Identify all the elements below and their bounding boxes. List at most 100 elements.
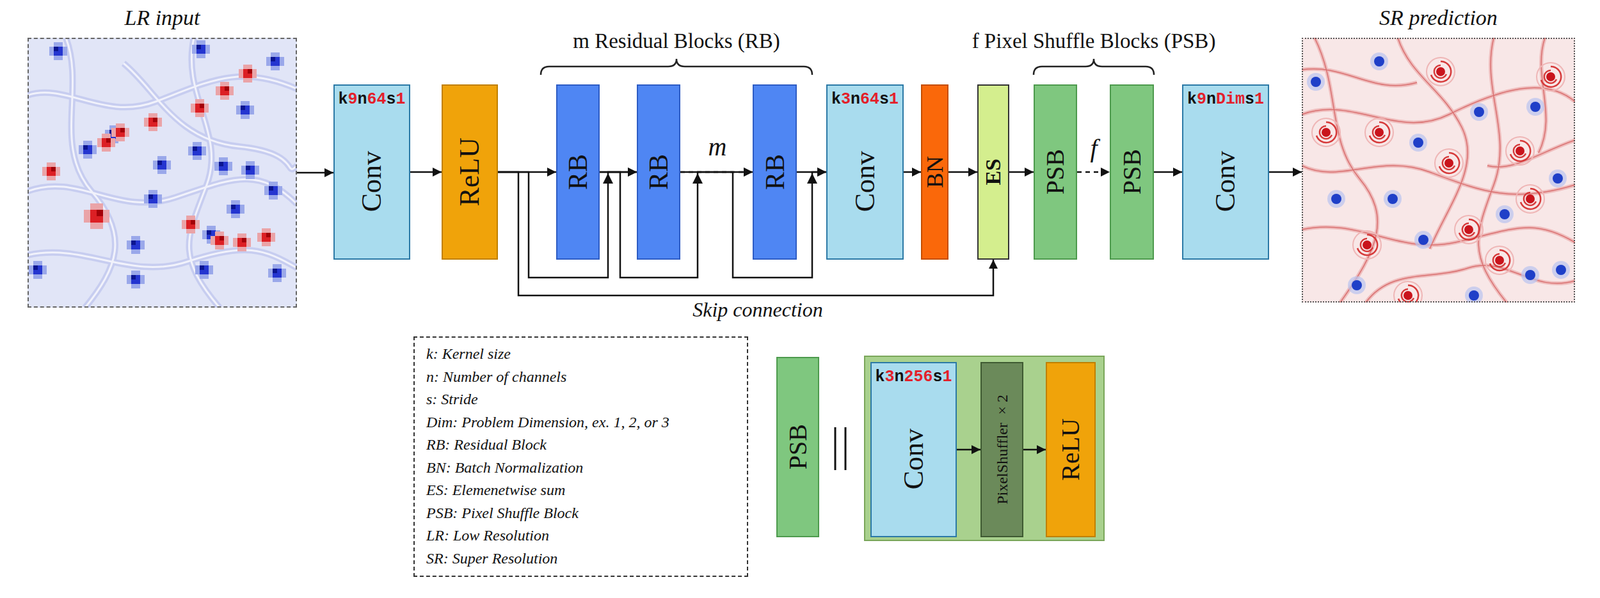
arrow-connector	[296, 172, 334, 175]
layer-name: PixelShuffler ×2	[994, 394, 1010, 505]
curly-brace	[1033, 58, 1154, 75]
key-line: Dim: Problem Dimension, ex. 1, 2, or 3	[426, 411, 736, 435]
key-line: n: Number of channels	[426, 366, 736, 390]
sr-field-image	[1301, 37, 1576, 303]
key-line: s: Stride	[426, 388, 736, 412]
layer-config: k3n256s1	[871, 368, 956, 387]
layer-name: BN	[923, 156, 947, 189]
image-frame: SR prediction	[1301, 37, 1576, 303]
config-part: k	[831, 90, 841, 109]
layer-name: RB	[645, 154, 672, 191]
relu-layer: ReLU	[441, 84, 498, 260]
junction-arrowhead	[807, 173, 818, 184]
config-part: s	[1244, 90, 1255, 109]
pixel-shuffler: PixelShuffler ×2	[980, 362, 1024, 538]
config-part: s	[879, 90, 889, 109]
relu-layer: ReLU	[1045, 362, 1096, 538]
layer-name: PSB	[785, 424, 811, 470]
residual-block: RB	[556, 84, 600, 260]
edge-label: f	[1089, 134, 1097, 163]
arrow-connector	[1077, 171, 1110, 174]
layer-name: RB	[761, 154, 789, 191]
arrow-connector	[1153, 171, 1183, 174]
layer-config: k9nDims1	[1183, 90, 1268, 109]
key-line: ES: Elemenetwise sum	[426, 479, 736, 503]
arrow-connector	[1269, 171, 1302, 174]
layer-name: ReLU	[455, 137, 484, 207]
layer-name: ReLU	[1057, 418, 1084, 482]
residual-block: RB	[636, 84, 681, 260]
layer-name: PSB	[1119, 149, 1145, 195]
edge-label: m	[708, 133, 728, 162]
config-part: n	[1206, 90, 1216, 109]
layer-name: Conv	[899, 428, 928, 490]
residual-block: RB	[752, 84, 797, 260]
section-label: f Pixel Shuffle Blocks (PSB)	[972, 29, 1216, 53]
arrow-connector	[903, 171, 921, 174]
layer-name: Conv	[851, 151, 880, 212]
config-part: 1	[942, 368, 953, 387]
arrow-connector	[796, 171, 827, 174]
image-heading: LR input	[3, 5, 322, 30]
key-line: SR: Super Resolution	[426, 547, 736, 571]
arrow-connector	[599, 171, 637, 174]
equals-bar	[844, 427, 847, 471]
config-part: 9	[347, 90, 358, 109]
config-part: 9	[1196, 90, 1207, 109]
config-part: 64	[367, 90, 387, 109]
config-part: s	[933, 368, 943, 387]
config-part: 256	[904, 368, 934, 387]
lr-field-image	[27, 37, 297, 308]
pixel-shuffle-block: PSB	[776, 357, 820, 538]
equals-bar	[834, 427, 837, 471]
layer-config: k9n64s1	[334, 90, 409, 109]
conv-layer: k9nDims1Conv	[1182, 84, 1270, 260]
layer-name: Conv	[357, 151, 386, 212]
config-part: k	[337, 90, 348, 109]
edge-label: Skip connection	[692, 298, 823, 322]
arrow-connector	[497, 171, 557, 174]
config-part: 64	[860, 90, 880, 109]
config-part: n	[850, 90, 861, 109]
batchnorm-layer: BN	[920, 84, 949, 260]
arrow-connector	[1009, 171, 1034, 174]
conv-layer: k9n64s1Conv	[333, 84, 411, 260]
pixel-shuffle-block: PSB	[1109, 84, 1154, 260]
key-line: BN: Batch Normalization	[426, 456, 736, 480]
config-part: k	[1187, 90, 1197, 109]
layer-name: Conv	[1211, 151, 1240, 212]
arrow-connector	[410, 171, 442, 174]
section-label: m Residual Blocks (RB)	[572, 29, 781, 53]
config-part: Dim	[1216, 90, 1245, 109]
block-detail-frame: k3n256s1Conv PixelShuffler ×2 ReLU	[864, 355, 1105, 542]
curly-brace	[540, 58, 813, 75]
config-part: 3	[884, 368, 895, 387]
layer-name: ES	[982, 158, 1005, 186]
key-line: LR: Low Resolution	[426, 524, 736, 548]
pixel-shuffle-block: PSB	[1033, 84, 1078, 260]
key-line: RB: Residual Block	[426, 433, 736, 457]
config-part: 1	[396, 90, 406, 109]
key-line: k: Kernel size	[426, 343, 736, 367]
key-box: k: Kernel sizen: Number of channelss: St…	[413, 336, 749, 578]
layer-name: PSB	[1042, 149, 1069, 195]
config-part: k	[874, 368, 885, 387]
config-part: n	[894, 368, 904, 387]
config-part: 1	[888, 90, 899, 109]
layer-config: k3n64s1	[827, 90, 903, 109]
config-part: 3	[840, 90, 851, 109]
sum-layer: ES	[977, 84, 1010, 260]
conv-layer: k3n256s1Conv	[870, 362, 957, 538]
arrow-connector	[948, 171, 978, 174]
conv-layer: k3n64s1Conv	[826, 84, 904, 260]
image-heading: SR prediction	[1277, 5, 1600, 30]
config-part: 1	[1254, 90, 1264, 109]
layer-name: RB	[564, 154, 592, 191]
arrow-connector	[680, 171, 753, 174]
config-part: n	[357, 90, 367, 109]
key-line: PSB: Pixel Shuffle Block	[426, 502, 736, 526]
junction-arrowhead	[602, 173, 614, 184]
junction-arrowhead	[692, 173, 703, 184]
config-part: s	[386, 90, 397, 109]
image-frame: LR input	[27, 37, 297, 308]
